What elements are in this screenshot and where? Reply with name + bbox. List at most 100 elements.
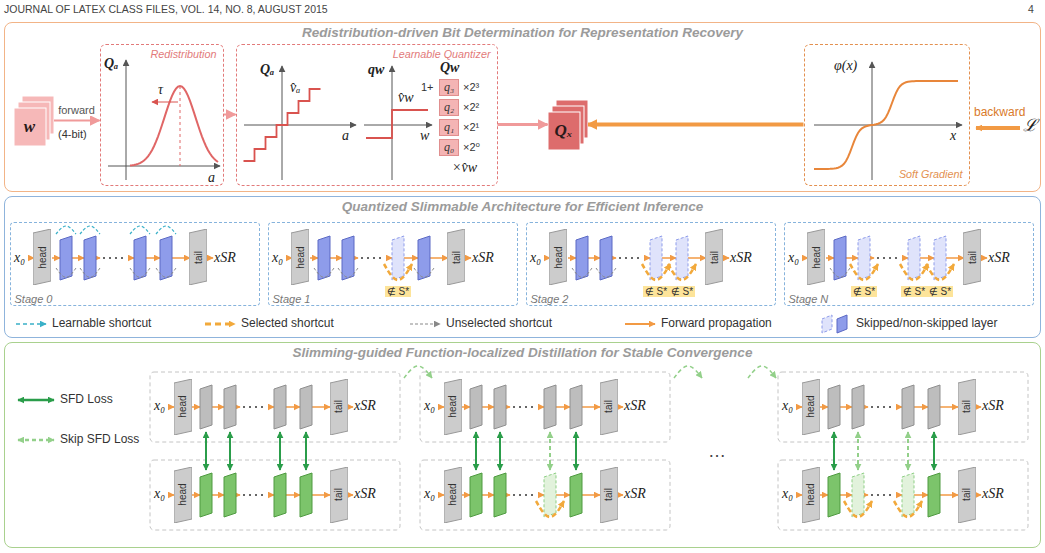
layer-slab [189,229,207,285]
learnable-shortcut [56,226,76,234]
skip-sfd-arrow [549,432,551,470]
sign-step [366,110,428,138]
forward-arrow [348,494,353,496]
backward-arrow [976,126,1020,130]
layer-block: head [549,229,567,285]
label: ∉ S* [385,286,411,297]
layer-slab [160,236,172,280]
node-text: q₂ [444,100,454,115]
forward-arrow [482,494,494,496]
selected-shortcut [850,264,878,280]
selected-shortcut [900,264,928,280]
layer-slab [576,236,588,280]
forward-arrow [556,406,570,408]
label: xSR [988,250,1010,265]
forward-arrow [212,494,224,496]
label: xSR [624,398,646,413]
node-text: tail [967,251,978,264]
forward-arrow [462,494,470,496]
forward-arrow [540,406,544,408]
label: φ(x) [834,58,857,73]
bit-box: q₃ [439,79,459,96]
connector-arrow [498,123,548,126]
layer-slab [958,467,976,523]
forward-arrow [914,494,928,496]
node-text: head [805,395,816,417]
sfd-arrow [205,432,207,470]
label: JOURNAL OF LATEX CLASS FILES, VOL. 14, N… [4,4,328,16]
ellipsis-dots [361,257,385,259]
forward-arrow [236,406,240,408]
layer-slab [274,385,286,429]
layer-slab [174,467,192,523]
unselected-shortcut [596,268,616,277]
label: ×2¹ [463,121,479,133]
label: x₀ [424,486,435,501]
bit-box: q₀ [439,139,459,156]
label: x₀ [14,250,25,265]
forward-arrow [146,257,160,259]
label: x₀ [530,250,541,265]
axis [364,125,432,126]
label: 1+ [421,81,434,93]
node-text: tail [193,251,204,264]
forward-arrow [870,257,874,259]
layer-slab [494,385,506,429]
axis [282,66,283,180]
label: ℒ [1023,117,1037,136]
forward-arrow [52,257,60,259]
forward-arrow [430,257,448,259]
layer-block: head [802,379,820,435]
label: xSR [982,486,1004,501]
sfd-arrow [575,432,577,470]
layer-block: head [291,229,309,285]
forward-arrow [914,406,928,408]
forward-arrow [920,257,934,259]
forward-arrow [724,257,729,259]
layer-slab [274,473,286,517]
node-text: q₃ [444,80,454,95]
bit-box: q₁ [439,119,459,136]
layer-slab [600,379,618,435]
layer-slab [858,236,870,280]
node-text: tail [961,488,972,501]
forward-arrow [172,257,190,259]
forward-arrow [354,257,358,259]
bit-box: q₂ [439,99,459,116]
layer-slab [807,229,825,285]
legend-sample [16,323,46,325]
label: ×2³ [463,81,479,93]
selected-shortcut [536,501,564,517]
layer-slab [33,229,51,285]
layer-slab [447,229,465,285]
axis [872,62,873,180]
layer-block: tail [958,467,976,523]
layer-slab [200,473,212,517]
label: v̂w [398,90,414,105]
ellipsis-dots [513,494,537,496]
forward-arrow [540,494,544,496]
legend-sample [205,323,235,326]
layer-slab [570,385,582,429]
network-outline [778,460,1028,530]
sfd-arrow [279,432,281,470]
ellipsis-dots [877,257,901,259]
layer-slab [902,385,914,429]
layer-slab [958,379,976,435]
node-text: head [177,483,188,505]
unselected-shortcut [338,268,358,277]
node-text: tail [603,488,614,501]
node-text: Quantized Slimmable Architecture for Eff… [5,198,1040,215]
node-text: Stage 1 [273,293,311,306]
label: xSR [472,250,494,265]
forward-arrow [466,257,471,259]
layer-slab [705,229,723,285]
forward-arrow [556,494,570,496]
layer-slab [600,467,618,523]
layer-slab [908,236,920,280]
learnable-shortcut [156,226,176,234]
unselected-shortcut [314,268,334,277]
legend-sample [410,324,440,325]
forward-arrow [236,494,240,496]
